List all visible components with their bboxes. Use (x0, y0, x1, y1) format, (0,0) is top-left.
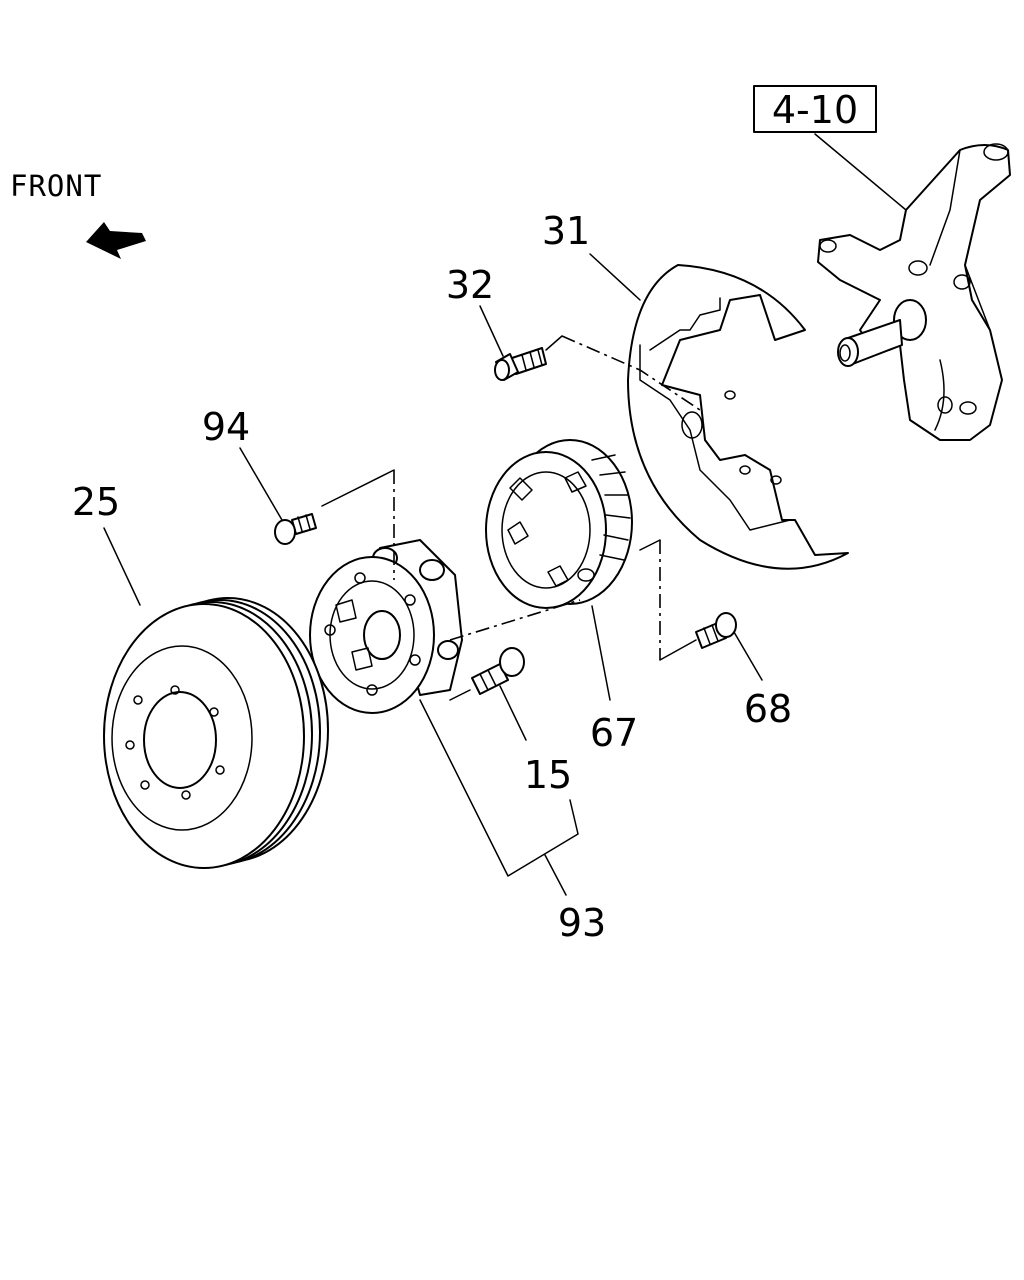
callout-32: 32 (446, 263, 494, 307)
dust-shield (627, 264, 849, 570)
bolt-94 (274, 513, 317, 545)
callout-68: 68 (744, 687, 792, 731)
callout-25: 25 (72, 480, 120, 524)
stud-15 (471, 647, 525, 695)
reference-box (753, 85, 877, 133)
assembly-tick-94 (321, 469, 395, 507)
bolt-68 (695, 612, 737, 649)
bracket-93 (419, 699, 579, 877)
tone-ring (485, 439, 633, 609)
assembly-line-hub (449, 599, 581, 641)
steering-knuckle (817, 143, 1011, 441)
callout-67: 67 (590, 711, 638, 755)
hub-assembly (309, 539, 463, 714)
assembly-tick-15 (449, 689, 471, 701)
front-arrow-icon (86, 222, 146, 259)
assembly-tick-68 (639, 539, 697, 661)
leader-15 (499, 685, 527, 741)
brake-disc (103, 597, 329, 869)
leader-25 (103, 527, 141, 606)
reference-label: 4-10 (772, 88, 858, 132)
callout-31: 31 (542, 209, 590, 253)
leader-94 (239, 447, 283, 521)
callout-94: 94 (202, 405, 250, 449)
assembly-line-32 (561, 335, 701, 411)
callout-15: 15 (524, 753, 572, 797)
leader-67 (591, 605, 611, 701)
leader-32 (479, 305, 504, 357)
assembly-tick-32 (545, 335, 563, 351)
leader-31 (589, 253, 641, 301)
leader-93 (544, 854, 567, 896)
reference-leader (814, 133, 907, 211)
leader-68 (733, 631, 763, 681)
front-label: FRONT (10, 169, 102, 203)
bolt-32 (494, 347, 547, 381)
callout-93: 93 (558, 901, 606, 945)
